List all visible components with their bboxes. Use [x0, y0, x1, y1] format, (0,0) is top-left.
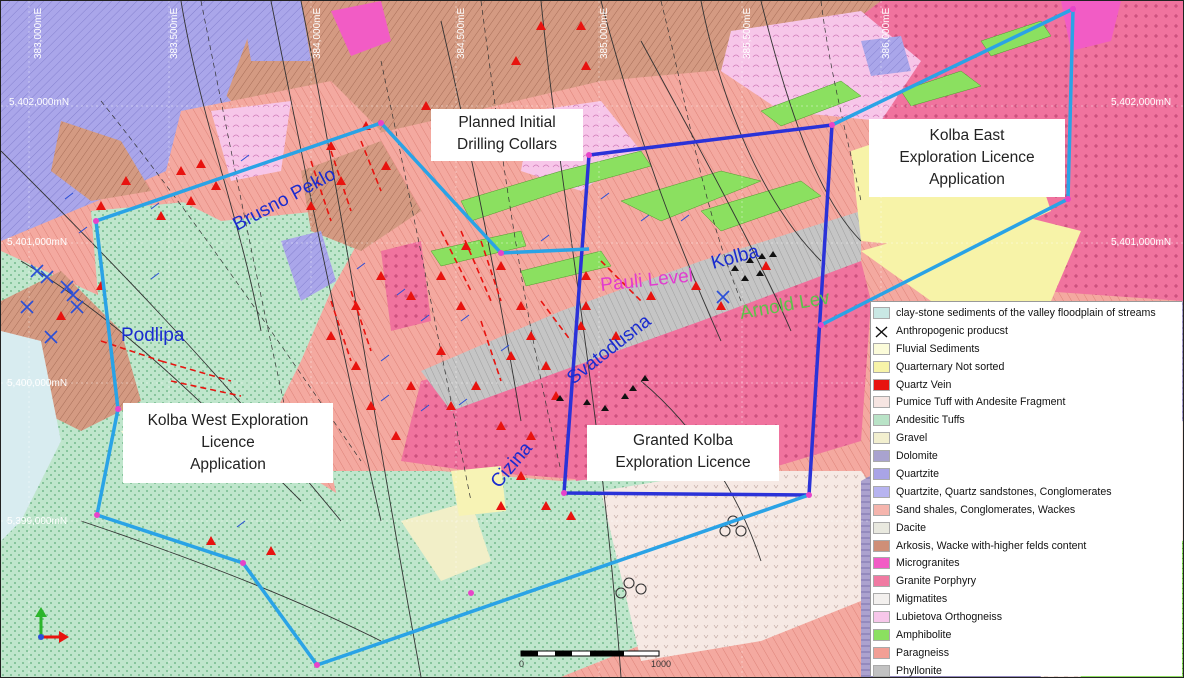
legend-item: Quarternary Not sorted	[871, 358, 1182, 376]
northing-label-2: 5,401,000mN	[7, 237, 67, 248]
legend-swatch	[873, 628, 890, 641]
legend-swatch	[873, 378, 890, 391]
legend-swatch	[873, 467, 890, 480]
scale-end: 1000	[651, 659, 671, 669]
legend-label: Quartzite	[896, 467, 939, 480]
legend-item: Paragneiss	[871, 644, 1182, 662]
legend-swatch	[873, 485, 890, 498]
legend-label: Granite Porphyry	[896, 575, 977, 588]
legend-swatch	[873, 646, 890, 659]
legend-item: Andesitic Tuffs	[871, 411, 1182, 429]
place-podlipa: Podlipa	[121, 325, 185, 346]
label-kolba-east: Kolba East Exploration Licence Applicati…	[869, 119, 1065, 197]
easting-label-1: 383,000mE	[33, 8, 44, 59]
legend-item: Quartzite, Quartz sandstones, Conglomera…	[871, 483, 1182, 501]
legend-label: Phyllonite	[896, 664, 942, 677]
northing-label-1: 5,402,000mN	[9, 97, 69, 108]
northing-label-4: 5,399,000mN	[7, 516, 67, 527]
legend-label: Lubietova Orthogneiss	[896, 611, 1003, 624]
legend-item: Quartz Vein	[871, 376, 1182, 394]
legend-item: Amphibolite	[871, 626, 1182, 644]
legend-label: Fluvial Sediments	[896, 342, 980, 355]
label-granted: Granted Kolba Exploration Licence	[587, 425, 779, 481]
legend-swatch	[873, 360, 890, 373]
legend-swatch	[873, 503, 890, 516]
scale-bar	[520, 650, 660, 657]
easting-label-5: 385,000mE	[599, 8, 610, 59]
scale-start: 0	[519, 659, 524, 669]
map-legend: clay-stone sediments of the valley flood…	[870, 301, 1182, 677]
legend-item: Dacite	[871, 519, 1182, 537]
easting-label-4: 384,500mE	[456, 8, 467, 59]
boundary-vertices	[93, 6, 1076, 668]
easting-label-7: 386,000mE	[881, 8, 892, 59]
legend-item: Arkosis, Wacke with-higher felds content	[871, 537, 1182, 555]
legend-label: Pumice Tuff with Andesite Fragment	[896, 396, 1066, 409]
legend-label: Gravel	[896, 432, 928, 445]
legend-item: Phyllonite	[871, 662, 1182, 677]
legend-swatch	[873, 539, 890, 552]
legend-label: Sand shales, Conglomerates, Wackes	[896, 503, 1076, 516]
label-kolba-west: Kolba West Exploration Licence Applicati…	[123, 403, 333, 483]
legend-label: Quartzite, Quartz sandstones, Conglomera…	[896, 485, 1112, 498]
legend-item: Fluvial Sediments	[871, 340, 1182, 358]
legend-item: Microgranites	[871, 554, 1182, 572]
legend-swatch	[873, 432, 890, 445]
legend-item: Granite Porphyry	[871, 572, 1182, 590]
legend-label: Dacite	[896, 521, 927, 534]
legend-swatch	[873, 342, 890, 355]
northing-label-3: 5,400,000mN	[7, 378, 67, 389]
legend-swatch	[873, 593, 890, 606]
legend-label: Microgranites	[896, 557, 960, 570]
legend-label: Paragneiss	[896, 646, 949, 659]
legend-label: Amphibolite	[896, 628, 952, 641]
easting-label-6: 385,500mE	[742, 8, 753, 59]
legend-label: Dolomite	[896, 450, 938, 463]
legend-label: Migmatites	[896, 593, 948, 606]
legend-swatch	[873, 611, 890, 624]
legend-label: clay-stone sediments of the valley flood…	[896, 306, 1156, 319]
legend-item: Dolomite	[871, 447, 1182, 465]
legend-swatch	[873, 306, 890, 319]
legend-item: Migmatites	[871, 590, 1182, 608]
legend-swatch	[873, 557, 890, 570]
northing-right-label-2: 5,401,000mN	[1111, 237, 1171, 248]
legend-label: Quartz Vein	[896, 378, 952, 391]
kolba-east-boundary	[820, 6, 1075, 327]
legend-item: Quartzite	[871, 465, 1182, 483]
legend-swatch	[873, 450, 890, 463]
legend-label: Arkosis, Wacke with-higher felds content	[896, 539, 1087, 552]
legend-item: Gravel	[871, 429, 1182, 447]
legend-swatch	[873, 575, 890, 588]
northing-right-label-1: 5,402,000mN	[1111, 97, 1171, 108]
label-planned-collars: Planned Initial Drilling Collars	[431, 109, 583, 161]
easting-label-3: 384,000mE	[312, 8, 323, 59]
legend-item: Anthropogenic producst	[871, 322, 1182, 340]
legend-swatch	[873, 521, 890, 534]
legend-item: Sand shales, Conglomerates, Wackes	[871, 501, 1182, 519]
legend-swatch	[873, 396, 890, 409]
axis-indicator-icon	[35, 607, 69, 643]
legend-swatch	[873, 324, 890, 338]
legend-item: clay-stone sediments of the valley flood…	[871, 304, 1182, 322]
legend-item: Lubietova Orthogneiss	[871, 608, 1182, 626]
easting-label-2: 383,500mE	[169, 8, 180, 59]
legend-label: Anthropogenic producst	[896, 324, 1008, 337]
legend-item: Pumice Tuff with Andesite Fragment	[871, 393, 1182, 411]
drill-collar-group	[56, 21, 771, 555]
legend-label: Quarternary Not sorted	[896, 360, 1005, 373]
legend-swatch	[873, 664, 890, 677]
legend-label: Andesitic Tuffs	[896, 414, 965, 427]
legend-swatch	[873, 414, 890, 427]
